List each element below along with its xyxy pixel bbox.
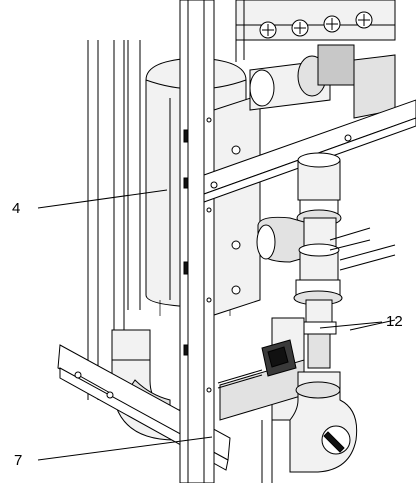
side-pipe <box>217 317 305 421</box>
fitting-stack <box>256 152 371 369</box>
frame-rail <box>179 0 215 483</box>
leader-lines <box>37 189 383 461</box>
callout-label-12: 12 <box>386 313 403 330</box>
callout-label-4: 4 <box>12 200 20 217</box>
bottom-elbow <box>261 371 358 483</box>
right-lower-parts <box>339 244 396 331</box>
top-manifold <box>235 0 396 62</box>
background-pipes <box>87 40 141 400</box>
rear-panel <box>213 94 261 316</box>
callout-label-7: 7 <box>14 452 22 469</box>
upper-valve <box>249 44 396 119</box>
